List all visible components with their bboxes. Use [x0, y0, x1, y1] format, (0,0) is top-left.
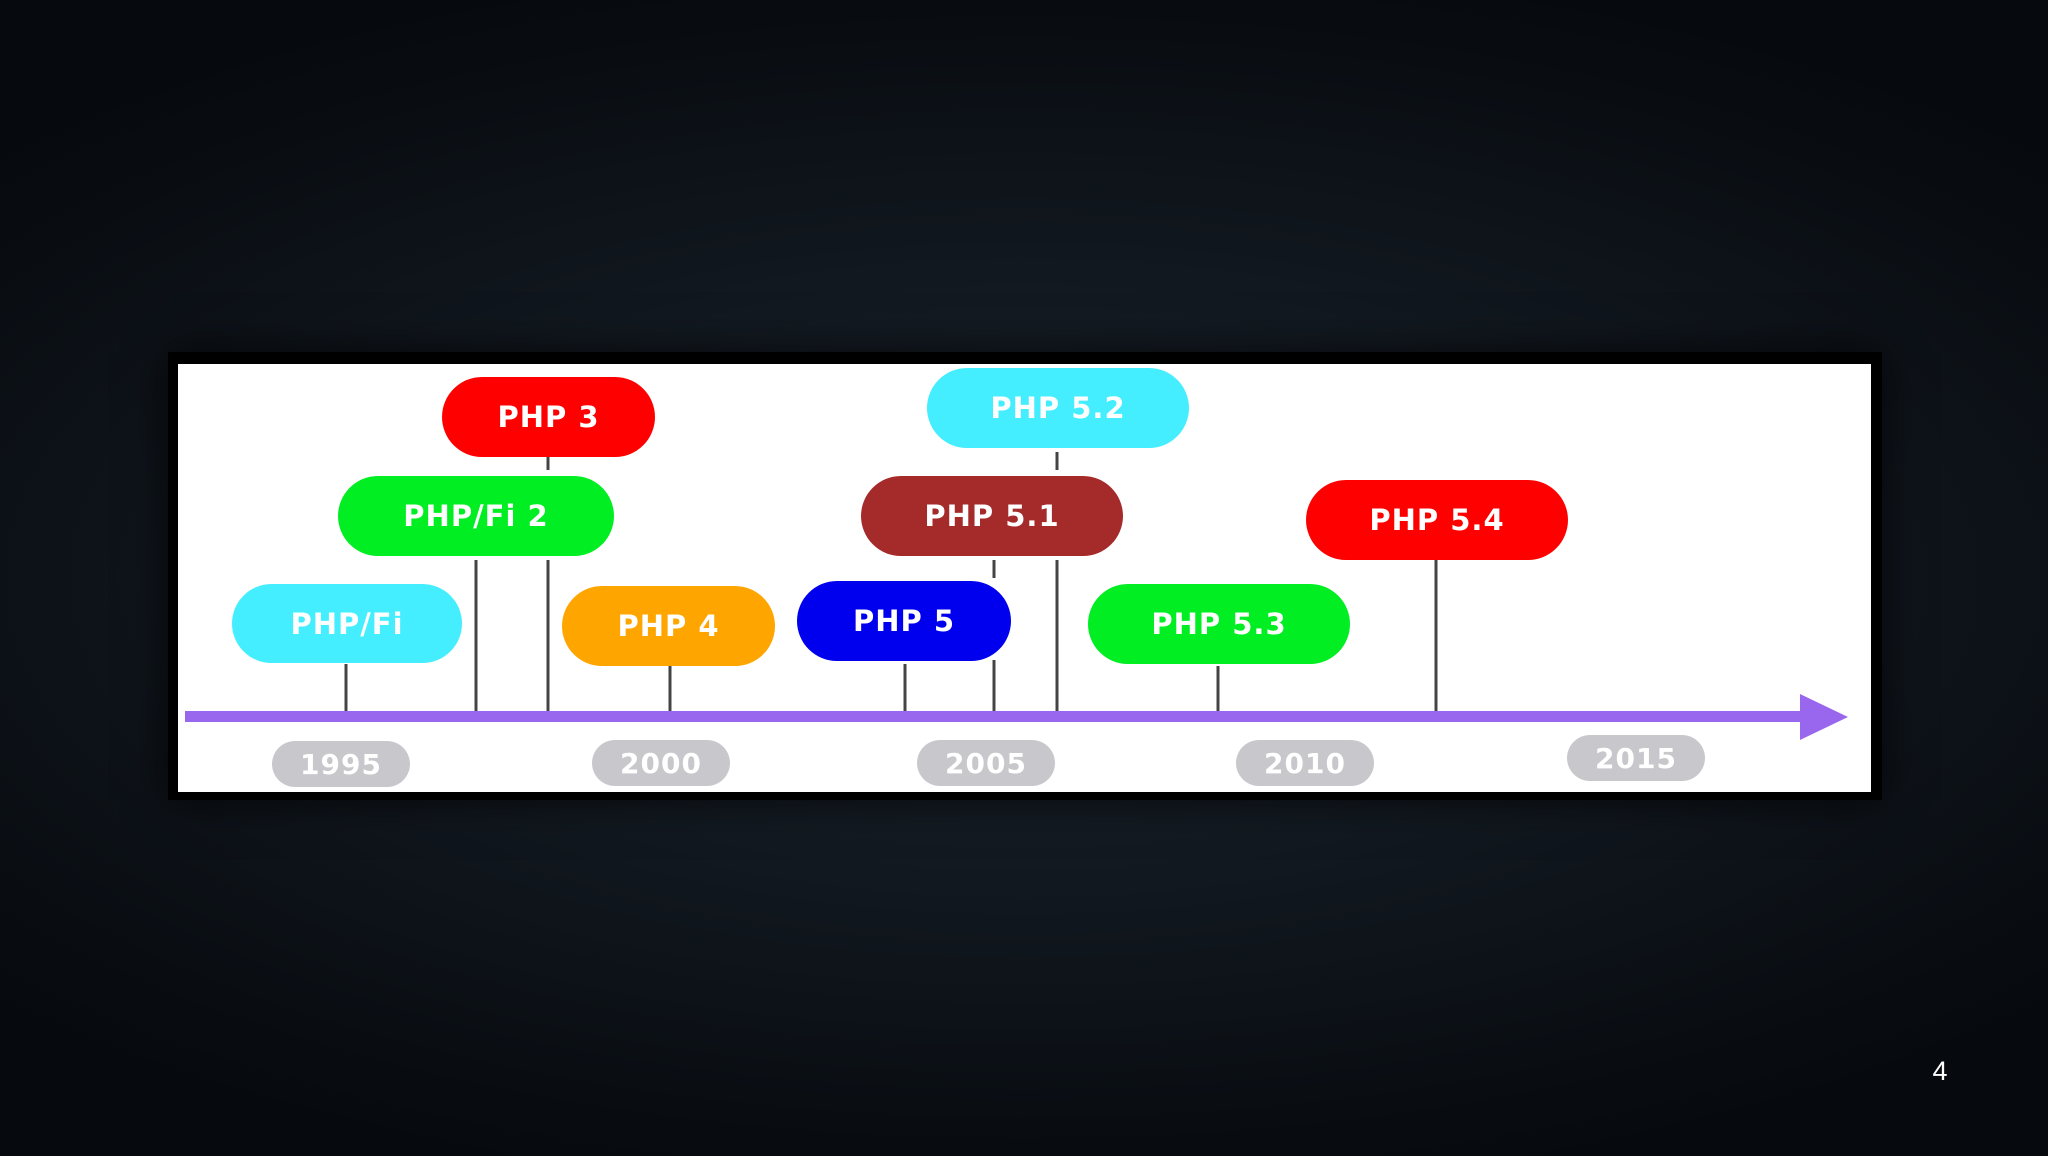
year-label-2000: 2000: [592, 740, 730, 786]
release-php-5-4: PHP 5.4: [1306, 480, 1568, 560]
release-php-4: PHP 4: [562, 586, 775, 666]
release-php-3: PHP 3: [442, 377, 655, 457]
year-label-2010: 2010: [1236, 740, 1374, 786]
release-php-fi-2: PHP/Fi 2: [338, 476, 614, 556]
release-php-5-3: PHP 5.3: [1088, 584, 1350, 664]
timeline-axis: [185, 711, 1825, 722]
release-php-5-2: PHP 5.2: [927, 368, 1189, 448]
timeline-arrowhead: [1800, 694, 1848, 740]
timeline-lines: [185, 452, 1848, 740]
release-php-fi: PHP/Fi: [232, 584, 462, 663]
page-number: 4: [1932, 1056, 1948, 1086]
php-timeline-diagram: PHP/Fi PHP/Fi 2 PHP 3 PHP 4 PHP 5 PHP 5.…: [178, 364, 1871, 792]
year-label-2005: 2005: [917, 740, 1055, 786]
year-label-2015: 2015: [1567, 735, 1705, 781]
release-php-5: PHP 5: [797, 581, 1011, 661]
year-label-1995: 1995: [272, 741, 410, 787]
release-php-5-1: PHP 5.1: [861, 476, 1123, 556]
